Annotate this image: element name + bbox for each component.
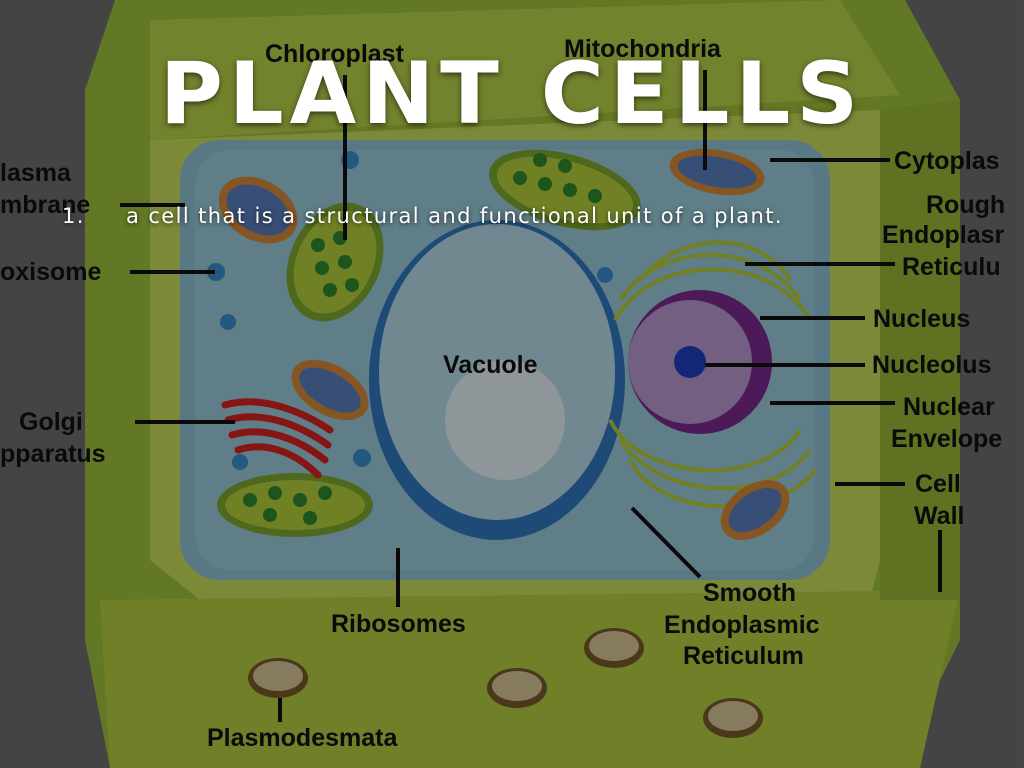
label-cell-wall-line-1: Cell: [915, 470, 961, 498]
cell-wall-right-face: [880, 100, 960, 600]
label-plasmodesmata: Plasmodesmata: [207, 724, 398, 752]
cell-wall-top-face: [150, 0, 900, 140]
label-chloroplast: Chloroplast: [265, 40, 404, 68]
label-rough-er-line-3: Reticulu: [902, 253, 1001, 281]
bullet-number: 1.: [62, 204, 85, 228]
label-plasma-membrane-line-2: mbrane: [0, 191, 91, 219]
nucleolus-shape: [674, 346, 706, 378]
label-rough-er-line-1: Rough: [926, 191, 1006, 219]
leader-lines: [120, 70, 942, 722]
label-rough-er-line-2: Endoplasr: [882, 221, 1005, 249]
label-cytoplasm: Cytoplas: [894, 147, 1000, 175]
label-mitochondria: Mitochondria: [564, 35, 721, 63]
label-nuclear-envelope-line-2: Envelope: [891, 425, 1003, 453]
chloroplast-shapes: [217, 149, 641, 537]
label-golgi-line-1: Golgi: [19, 408, 83, 436]
slide-title: PLANT CELLS: [159, 44, 865, 144]
label-peroxisome: oxisome: [0, 258, 102, 286]
vacuole-highlight: [445, 360, 565, 480]
label-nuclear-envelope-line-1: Nuclear: [903, 393, 995, 421]
label-smooth-er-line-3: Reticulum: [683, 642, 804, 670]
label-nucleolus: Nucleolus: [872, 351, 992, 379]
label-ribosomes: Ribosomes: [331, 610, 466, 638]
plasmodesmata-shapes: [248, 628, 763, 738]
label-plasma-membrane-line-1: lasma: [0, 159, 71, 187]
label-smooth-er-line-1: Smooth: [703, 579, 797, 607]
rough-er-shape: [608, 240, 817, 509]
mitochondria-shapes: [218, 148, 790, 540]
label-nucleus: Nucleus: [873, 305, 971, 333]
golgi-shape: [221, 398, 334, 479]
label-vacuole: Vacuole: [443, 351, 538, 379]
bullet-text: a cell that is a structural and function…: [126, 204, 783, 228]
label-cell-wall-line-2: Wall: [914, 502, 965, 530]
label-smooth-er-line-2: Endoplasmic: [664, 611, 820, 639]
label-golgi-line-2: pparatus: [0, 440, 106, 468]
bullet-item: 1. a cell that is a structural and functi…: [62, 204, 783, 228]
